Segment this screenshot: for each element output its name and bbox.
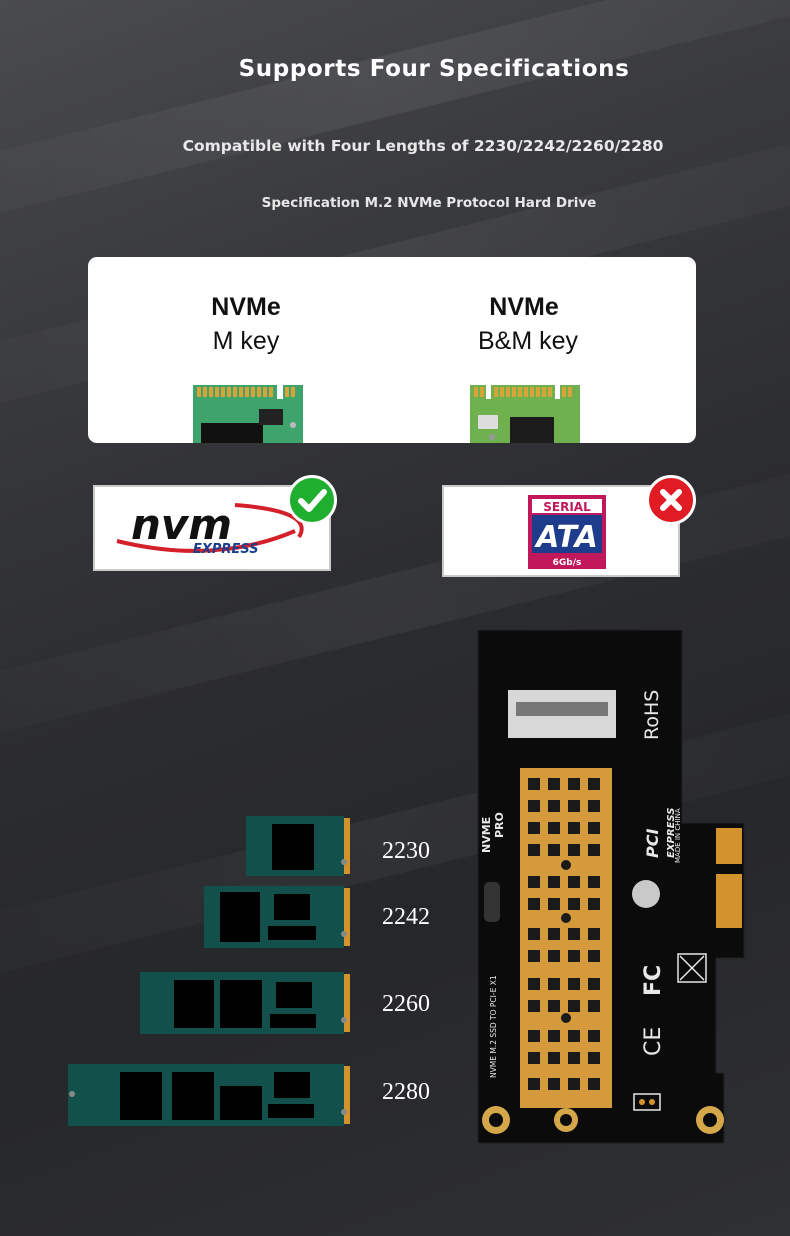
express-label: EXPRESS (666, 808, 677, 858)
key-type-m: M key (212, 327, 280, 355)
fc-mark: FC (641, 965, 666, 996)
pcie-adapter-board: RoHS PCI EXPRESS MADE IN CHINA NVME PRO … (477, 629, 745, 1144)
pcie-gold-fingers (716, 828, 742, 928)
weee-bin-icon (677, 953, 707, 983)
rohs-label: RoHS (641, 690, 663, 740)
led-indicator (484, 882, 500, 922)
pci-label: PCI (643, 829, 662, 858)
ce-mark: CE (641, 1027, 666, 1056)
ssd-2260-image (140, 972, 350, 1034)
bm-key-card-image (470, 385, 580, 443)
capacitor (632, 880, 660, 908)
length-label-2242: 2242 (382, 904, 430, 930)
ssd-2242-image (204, 886, 350, 948)
nvm-logo-text: nvm (131, 500, 232, 549)
nvm-logo-subtext: EXPRESS (193, 542, 259, 557)
key-type-bm: B&M key (477, 327, 579, 355)
supported-check-icon (287, 475, 337, 525)
page-title: Supports Four Specifications (238, 56, 630, 82)
m-key-card-image (193, 385, 303, 443)
page-subtitle: Compatible with Four Lengths of 2230/224… (182, 137, 664, 155)
ssd-2280-image (68, 1064, 350, 1126)
key-panel: NVMe M key NVMe B&M key (88, 257, 696, 443)
spec-line: Specification M.2 NVMe Protocol Hard Dri… (261, 195, 597, 211)
nvme-label: NVME (480, 817, 493, 853)
serial-ata-logo: SERIAL ATA 6Gb/s (528, 495, 606, 569)
model-label: NVME M.2 SSD TO PCI-E X1 (489, 975, 498, 1078)
length-label-2280: 2280 (382, 1079, 430, 1105)
made-in-label: MADE IN CHINA (674, 808, 682, 863)
unsupported-cross-icon (646, 475, 696, 525)
serial-ata-logo-box: SERIAL ATA 6Gb/s (442, 485, 680, 577)
sata-speed-text: 6Gb/s (553, 558, 582, 568)
key-name-m: NVMe (211, 293, 281, 321)
length-label-2260: 2260 (382, 991, 430, 1017)
ssd-2230-image (246, 816, 350, 876)
sata-main-text: ATA (534, 520, 598, 555)
nvm-express-logo: nvm EXPRESS (116, 500, 304, 557)
nvm-express-logo-box: nvm EXPRESS (93, 485, 331, 571)
key-name-bm: NVMe (489, 293, 559, 321)
length-label-2230: 2230 (382, 838, 430, 864)
pro-label: PRO (493, 812, 506, 838)
sata-top-text: SERIAL (543, 500, 591, 514)
